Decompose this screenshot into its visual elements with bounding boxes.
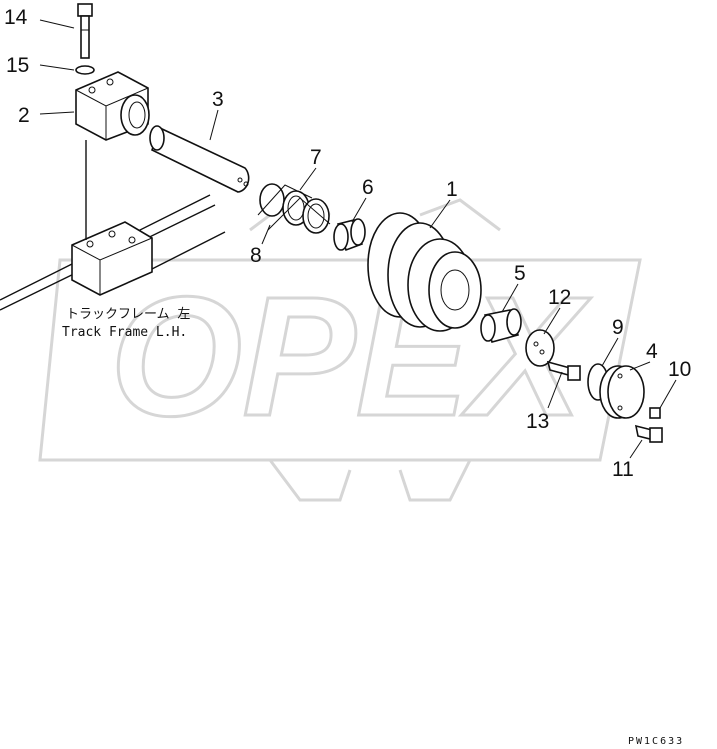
part-15-washer (75, 65, 95, 75)
drawing-code: PW1C633 (628, 736, 684, 747)
part-12-plate (525, 329, 555, 367)
label-2: 2 (18, 104, 30, 127)
label-8: 8 (250, 244, 262, 267)
part-11-bolt (634, 424, 663, 443)
label-12: 12 (548, 286, 571, 309)
watermark-text: OPEX (110, 262, 591, 452)
label-6: 6 (362, 176, 374, 199)
label-9: 9 (612, 316, 624, 339)
label-3: 3 (212, 88, 224, 111)
caption-jp: トラックフレーム 左 (66, 307, 190, 322)
label-15: 15 (6, 54, 29, 77)
label-5: 5 (514, 262, 526, 285)
part-4-cover (599, 365, 645, 419)
part-10-plug (649, 407, 661, 419)
label-1: 1 (446, 178, 458, 201)
part-14-bolt (77, 3, 93, 59)
part-5-bushing (480, 308, 522, 343)
part-2-bracket (75, 71, 150, 240)
part-6-bushing (333, 218, 366, 252)
part-labels: 14 15 2 3 7 6 1 8 5 12 9 4 10 13 11 (4, 6, 691, 481)
label-13: 13 (526, 410, 549, 433)
watermark-logo: OPEX (38, 198, 642, 502)
label-14: 14 (4, 6, 28, 29)
part-1-roller (367, 212, 482, 332)
label-4: 4 (646, 340, 658, 363)
leader-lines (39, 19, 677, 459)
label-10: 10 (668, 358, 691, 381)
label-7: 7 (310, 146, 322, 169)
caption-en: Track Frame L.H. (62, 325, 187, 340)
part-7-8-seals (257, 183, 331, 234)
track-frame (0, 194, 226, 311)
label-11: 11 (612, 458, 634, 481)
part-13-bolt (546, 360, 581, 381)
part-3-shaft (149, 125, 250, 193)
